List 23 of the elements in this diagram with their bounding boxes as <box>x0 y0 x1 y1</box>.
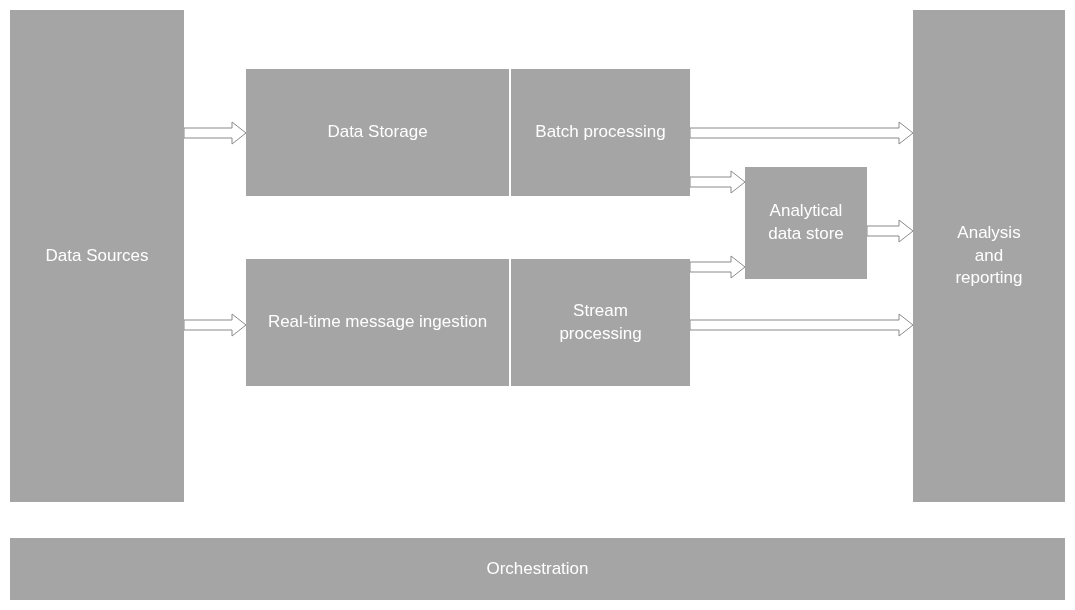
block-arrow <box>866 219 914 243</box>
box-label: Batch processing <box>535 121 666 144</box>
block-arrow <box>183 313 247 337</box>
box-label: Data Storage <box>327 121 428 144</box>
block-arrow <box>689 255 746 279</box>
box-label: Real-time message ingestion <box>267 311 488 334</box>
box-label: Orchestration <box>486 557 589 580</box>
process-box <box>246 69 509 196</box>
process-box <box>511 69 690 196</box>
box-label: Stream processing <box>558 299 643 345</box>
box-label: Analysis and reporting <box>954 221 1024 290</box>
block-arrow <box>183 121 247 145</box>
box-label: Analytical data store <box>767 200 845 245</box>
process-box <box>745 167 867 279</box>
block-arrow <box>689 170 746 194</box>
block-arrow <box>689 121 914 145</box>
block-arrow <box>689 313 914 337</box>
process-box <box>10 538 1065 600</box>
box-label: Data Sources <box>45 244 149 267</box>
process-box <box>10 10 184 502</box>
process-box <box>913 10 1065 502</box>
process-box <box>246 259 509 386</box>
process-box <box>511 259 690 386</box>
